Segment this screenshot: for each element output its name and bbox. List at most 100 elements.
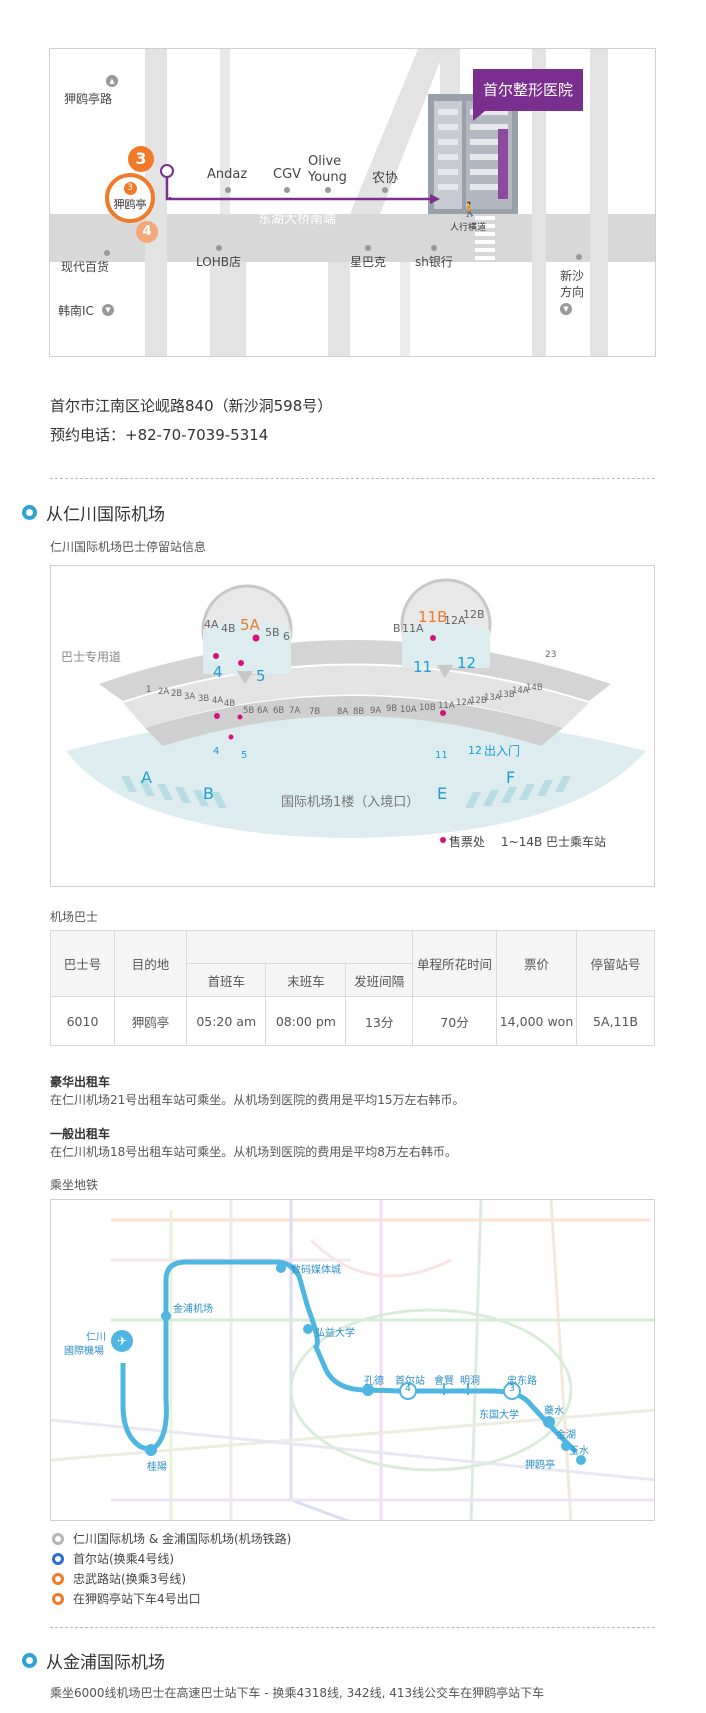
geumho-label: 金湖 [556,1430,576,1441]
zoom-bay-12: 12 [457,654,477,672]
subway-title: 乘坐地铁 [50,1178,99,1192]
taxi-deluxe-text: 在仁川机场21号出租车站可乘坐。从机场到医院的费用是平均15万左右韩币。 [50,1093,465,1107]
hannam-label: 韩南IC [58,304,94,318]
gongdeok-label: 孔德 [364,1376,384,1387]
bay-5-label: 5 [241,750,248,761]
stop-label: 11A [438,701,455,711]
divider [50,478,655,479]
stops-left: 1 2A 2B 3A 3B 4A 4B [146,685,406,709]
nonghyup-label: 农协 [372,171,399,186]
legend-airport-railroad: 仁川国际机场 & 金浦国际机场(机场铁路) [52,1530,291,1547]
stops-right: 12A 12B 13A 13B 14A 14B [456,678,566,708]
stop-label: 8B [353,707,365,717]
lohb-label: LOHB店 [196,255,241,269]
zoom-bay-11: 11 [413,658,433,676]
hospital-label-pointer [473,111,485,121]
stop-label: 7A [289,706,301,716]
col-travel-time: 单程所花时间 [412,930,497,997]
col-destination: 目的地 [114,930,187,997]
table-cell: 14,000 won [496,996,577,1046]
legend-text: 仁川国际机场 & 金浦国际机场(机场铁路) [73,1532,292,1546]
col-fare: 票价 [496,930,577,997]
address: 首尔市江南区论岘路840（新沙洞598号） [50,397,333,415]
zoom-stop-11b: 11B [418,608,448,626]
hospital-label: 首尔整形医院 [473,69,583,111]
stop-label: 12B [470,696,487,706]
zoom-bay-4: 4 [213,663,223,681]
table-row: 6010 狎鸥亭 05:20 am 08:00 pm 13分 70分 14,00… [50,996,655,1046]
zoom-stop-6: 6 [283,630,290,643]
legend-text: 首尔站(换乘4号线) [73,1552,174,1566]
crosswalk-label: 人行横道 [450,223,487,233]
sinsa-label-1: 新沙 [560,269,585,283]
bus-stop-info-label: 仁川国际机场巴士停留站信息 [50,540,207,554]
stop-label: 2B [171,689,183,699]
zoom-stop-12b: 12B [463,608,485,621]
stop-label: 9A [370,706,382,716]
line3-badge: 3 [128,146,154,172]
col-interval: 发班间隔 [345,963,413,997]
gimpo-section-title: 从金浦国际机场 [22,1648,165,1673]
legend-ring-icon [52,1552,64,1565]
olive-label: Olive [308,154,342,169]
legend-apgujeong: 在狎鸥亭站下车4号出口 [52,1590,201,1607]
bay-4-label: 4 [213,746,220,757]
starbucks-label: 星巴克 [350,255,387,269]
zoom-bay-5: 5 [256,667,266,685]
terminal-diagram [51,578,654,886]
stop-23: 23 [545,650,557,660]
bay-12-label: 12 [468,744,482,757]
zoom-stop-4b: 4B [221,622,236,635]
legend-ring-icon [52,1572,64,1585]
stop-label: 5B [243,706,255,716]
subway-map: ✈ 仁川 國際機場 金浦机场 数码媒体城 弘益大学 孔德 首尔站 會賢 明洞 忠… [50,1199,655,1521]
apgujeong-label: 狎鸥亭 [525,1460,555,1471]
stop-label: 3B [198,694,210,704]
exit-label: 出入门 [484,744,521,758]
legend-seoul-station: 首尔站(换乘4号线) [52,1550,174,1567]
zoom-stop-11a: 11A [402,622,424,635]
stop-label: 9B [386,704,398,714]
table-cell: 6010 [50,996,115,1046]
incheon-title-text: 从仁川国际机场 [46,505,165,525]
stop-label: 1 [146,685,152,695]
airport-plane-icon: ✈ [111,1330,133,1352]
line3-transfer-badge: 3 [509,1384,515,1394]
stop-label: 2A [158,687,170,697]
legend-chungmuro: 忠武路站(换乘3号线) [52,1570,186,1587]
bay-11-label: 11 [435,750,448,761]
legend-text: 忠武路站(换乘3号线) [73,1572,186,1586]
section-bullet-icon [22,505,37,520]
subway-network [51,1200,654,1520]
gimpo-label: 金浦机场 [173,1304,213,1315]
stop-label: 14A [512,686,529,696]
gimpo-title-text: 从金浦国际机场 [46,1653,165,1673]
taxi-normal-text: 在仁川机场18号出租车站可乘坐。从机场到医院的费用是平均8万左右韩币。 [50,1145,457,1159]
table-cell: 08:00 pm [265,996,347,1046]
ticket-legend-text: 售票处 [449,835,486,849]
hoehyeon-label: 會賢 [434,1376,454,1387]
down-arrow-icon: ▼ [560,303,572,315]
bus-stop-diagram: 巴士专用道 4A 4B 5A 5B 6 4 5 B 11A 11B 12A 12… [50,565,655,887]
col-time-group [186,930,413,964]
andaz-label: Andaz [207,167,248,182]
legend-text: 在狎鸥亭站下车4号出口 [73,1592,201,1606]
gate-b: B [203,784,214,803]
table-cell: 05:20 am [185,996,267,1046]
stop-label: 14B [526,683,543,693]
incheon-label-2: 國際機場 [64,1346,104,1357]
station-name: 狎鸥亭 [113,198,147,211]
phone: 预约电话：+82-70-7039-5314 [50,426,269,444]
apgujeong-road-label: 狎鸥亭路 [64,92,113,106]
cgv-label: CGV [273,167,302,182]
up-arrow-icon: ▲ [106,75,118,87]
myeongdong-label: 明洞 [460,1376,480,1387]
hongik-label: 弘益大学 [315,1328,355,1339]
taxi-normal-title: 一般出租车 [50,1127,111,1141]
map-roads [50,49,655,356]
col-stop-no: 停留站号 [576,930,655,997]
table-cell: 70分 [412,996,497,1046]
incheon-label-1: 仁川 [86,1332,106,1343]
line4-badge: 4 [136,221,158,243]
gate-f: F [506,768,516,787]
